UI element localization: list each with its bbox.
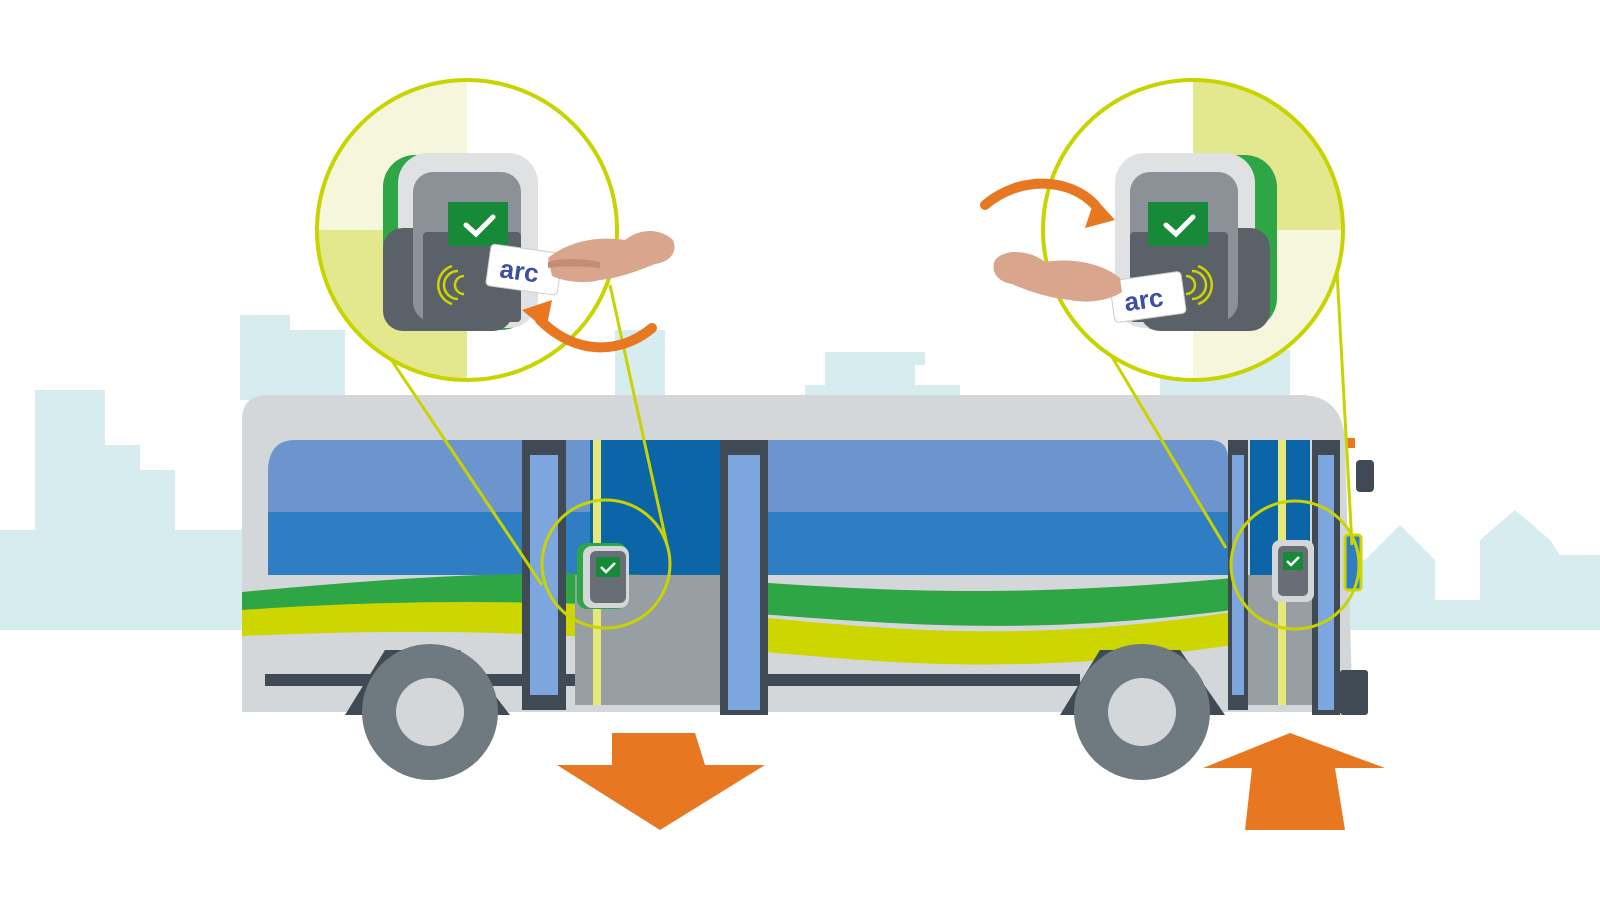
- bus: [242, 395, 1374, 780]
- card-logo-text: arc: [1122, 282, 1165, 317]
- hand: [548, 231, 675, 283]
- tap-on-curved-arrow: [980, 178, 1100, 210]
- bus-bumper: [1340, 670, 1368, 715]
- tap-off-curved-arrow: [535, 315, 657, 353]
- card-reader-icon: [383, 153, 538, 331]
- hand-fingers: [548, 259, 600, 268]
- tap-off-small-ring: [540, 498, 672, 630]
- tap-on-zoom-ring: [1041, 78, 1345, 382]
- front-door-reader: [1272, 540, 1314, 602]
- arrow-down-icon: [557, 733, 765, 830]
- tap-on-small-ring: [1229, 499, 1361, 631]
- bus-side-light: [1347, 438, 1355, 448]
- bus-mirror: [1356, 460, 1374, 492]
- front-wheel: [1060, 644, 1225, 780]
- card-logo-text: arc: [498, 253, 541, 288]
- rear-wheel: [345, 644, 510, 780]
- arc-card: arc: [485, 243, 563, 296]
- contactless-waves-icon: [1185, 264, 1213, 306]
- rear-door-reader: [577, 543, 629, 609]
- arrow-up-icon: [1203, 733, 1385, 830]
- city-skyline: [0, 315, 1600, 630]
- rear-door: [522, 440, 768, 715]
- arc-card: arc: [1109, 271, 1187, 323]
- hand: [993, 251, 1122, 302]
- tap-off-zoom-ring: [315, 78, 619, 382]
- checkmark-icon: [463, 214, 496, 238]
- checkmark-icon: [1163, 214, 1196, 238]
- contactless-waves-icon: [437, 264, 465, 306]
- front-door: [1228, 440, 1340, 715]
